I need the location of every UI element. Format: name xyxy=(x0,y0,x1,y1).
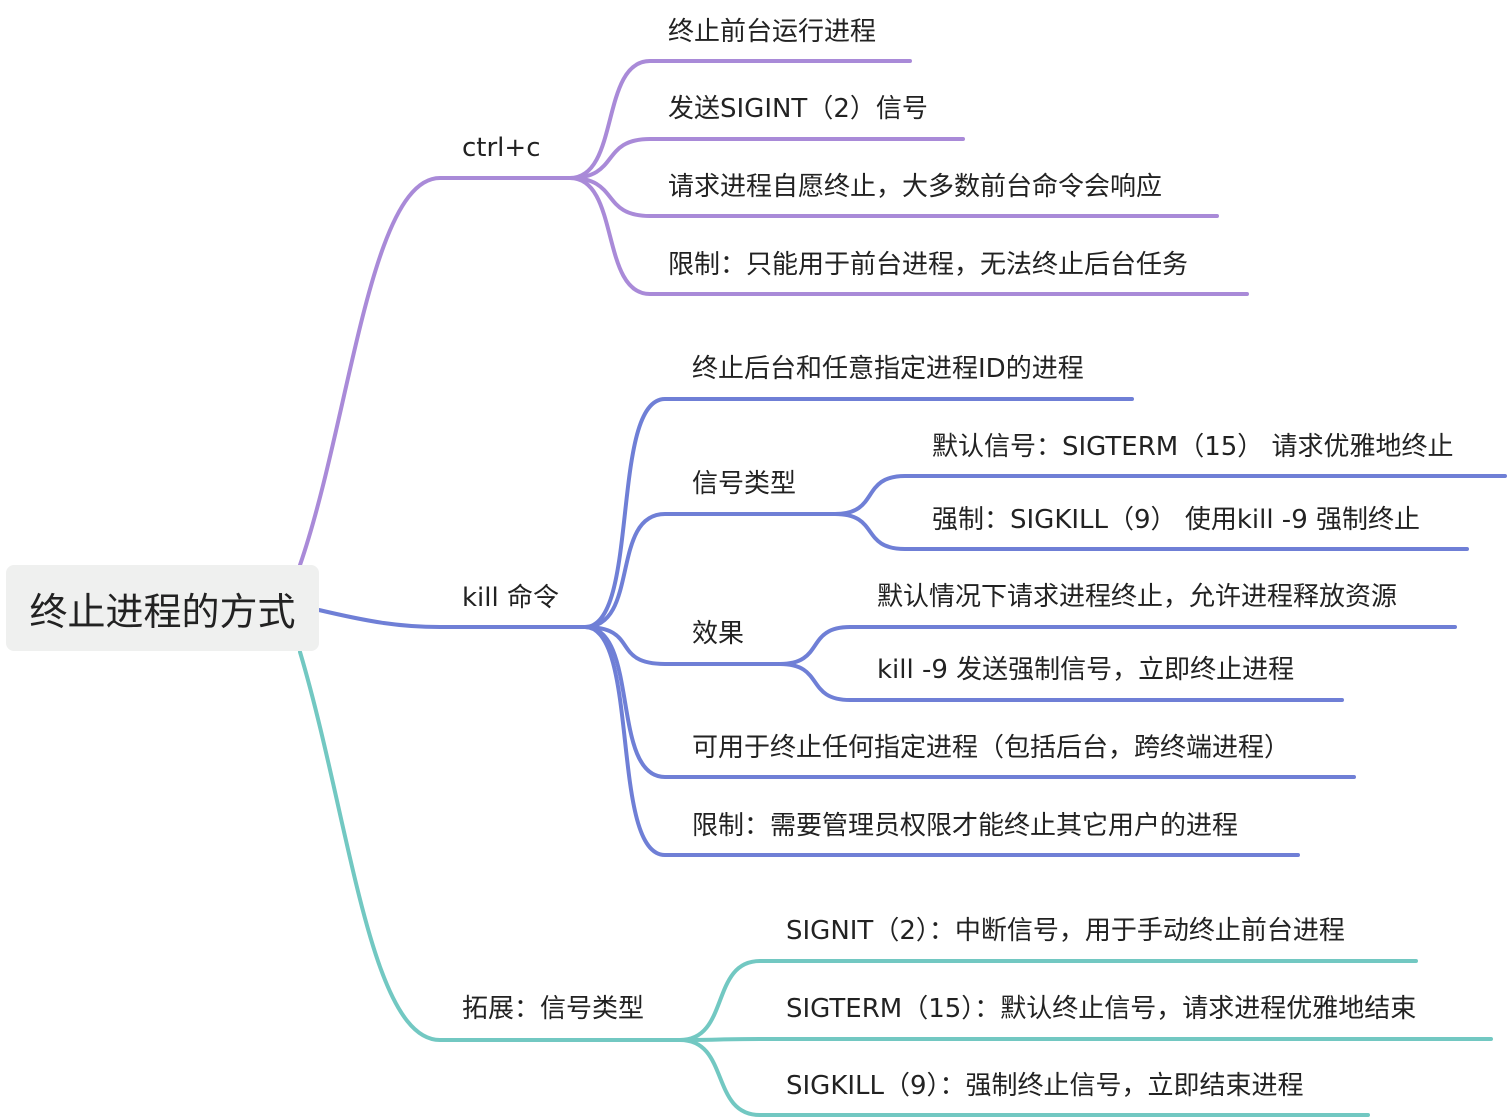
connector-root-kill xyxy=(317,608,587,629)
connector-effect-1 xyxy=(778,662,1344,702)
effect-item-1[interactable]: kill -9 发送强制信号，立即终止进程 xyxy=(877,655,1295,685)
root-label: 终止进程的方式 xyxy=(29,589,296,634)
connector-ext-item-2 xyxy=(678,1038,1370,1117)
connector-root-ext xyxy=(298,650,682,1042)
kill-item-0[interactable]: 终止后台和任意指定进程ID的进程 xyxy=(692,354,1084,384)
kill-effect[interactable]: 效果 xyxy=(692,619,745,649)
branch-ext[interactable]: 拓展：信号类型 xyxy=(462,994,645,1024)
connector-ctrlc-item-1 xyxy=(568,137,965,180)
connector-root-ctrlc xyxy=(298,176,572,567)
connector-effect-0 xyxy=(778,625,1457,666)
ctrlc-item-3[interactable]: 限制：只能用于前台进程，无法终止后台任务 xyxy=(668,250,1189,280)
root-node[interactable]: 终止进程的方式 xyxy=(6,565,319,651)
ctrlc-item-0[interactable]: 终止前台运行进程 xyxy=(668,17,877,47)
kill-signal-types[interactable]: 信号类型 xyxy=(692,469,797,499)
ext-item-1[interactable]: SIGTERM（15）：默认终止信号，请求进程优雅地结束 xyxy=(786,994,1417,1024)
signal-types-item-1[interactable]: 强制：SIGKILL（9） 使用kill -9 强制终止 xyxy=(932,505,1420,535)
branch-ctrlc[interactable]: ctrl+c xyxy=(462,133,541,163)
connector-ctrlc-item-2 xyxy=(568,176,1219,218)
ctrlc-item-1[interactable]: 发送SIGINT（2）信号 xyxy=(668,94,928,124)
connector-signal-types-1 xyxy=(833,512,1469,551)
connector-kill-signal-types xyxy=(583,512,837,629)
connector-kill-item-0 xyxy=(583,397,1134,629)
effect-item-0[interactable]: 默认情况下请求进程终止，允许进程释放资源 xyxy=(877,582,1398,612)
branch-kill[interactable]: kill 命令 xyxy=(462,583,559,613)
connector-signal-types-0 xyxy=(833,474,1507,516)
connector-ext-item-0 xyxy=(678,959,1418,1042)
ctrlc-item-2[interactable]: 请求进程自愿终止，大多数前台命令会响应 xyxy=(668,172,1163,202)
ext-item-2[interactable]: SIGKILL（9）：强制终止信号，立即结束进程 xyxy=(786,1071,1304,1101)
connector-kill-effect xyxy=(583,625,782,666)
connector-kill-item-4 xyxy=(583,625,1300,857)
connector-ctrlc-item-3 xyxy=(568,176,1249,296)
kill-item-3[interactable]: 可用于终止任何指定进程（包括后台，跨终端进程） xyxy=(692,733,1291,763)
connector-kill-item-3 xyxy=(583,625,1356,779)
connector-ext-item-1 xyxy=(678,1037,1493,1042)
ext-item-0[interactable]: SIGNIT（2）：中断信号，用于手动终止前台进程 xyxy=(786,916,1345,946)
kill-item-4[interactable]: 限制：需要管理员权限才能终止其它用户的进程 xyxy=(692,811,1239,841)
connector-ctrlc-item-0 xyxy=(568,59,912,180)
signal-types-item-0[interactable]: 默认信号：SIGTERM（15） 请求优雅地终止 xyxy=(932,432,1454,462)
